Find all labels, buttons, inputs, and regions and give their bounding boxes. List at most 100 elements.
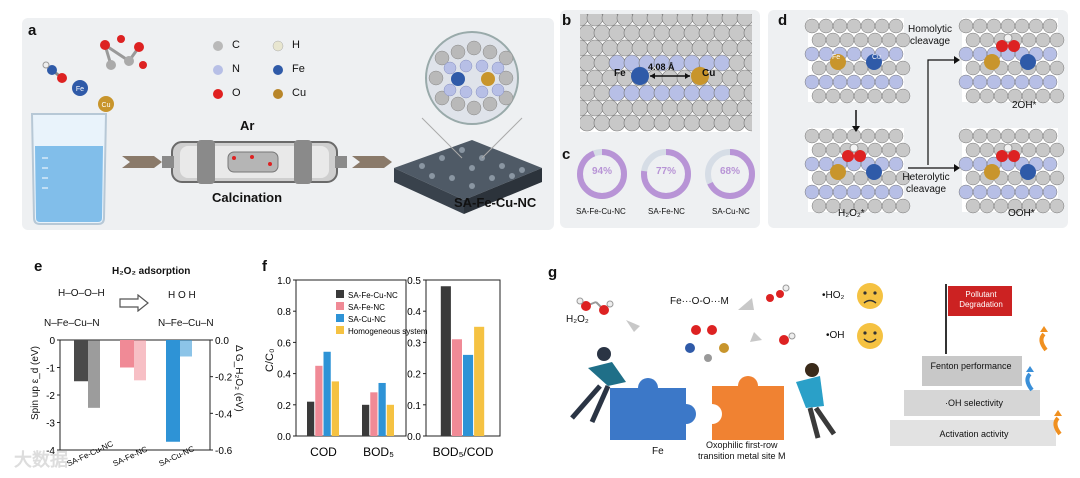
- d-tile-start: [805, 18, 910, 103]
- c-atom: [677, 40, 693, 56]
- c-atom: [692, 40, 708, 56]
- process-label: Calcination: [212, 190, 282, 205]
- e-bar-spin: [166, 340, 180, 442]
- c-atom: [722, 70, 738, 86]
- c-atom: [624, 25, 640, 41]
- f-legend-swatch: [336, 290, 344, 298]
- c-atom: [722, 100, 738, 116]
- b-cu-label: Cu: [702, 68, 715, 79]
- d-tile-heterolytic: [959, 128, 1064, 213]
- person-right-icon: [796, 363, 834, 438]
- c-atom: [587, 100, 603, 116]
- n-atom: [684, 85, 700, 101]
- f-tick-label: 0.2: [407, 370, 421, 381]
- ring-label-3: SA-Cu-NC: [712, 207, 750, 216]
- 2oh-star-label: 2OH*: [1012, 100, 1036, 111]
- f-tick-label: 0.2: [277, 401, 291, 412]
- c-atom: [617, 40, 633, 56]
- e-bar-spin: [120, 340, 134, 368]
- f-bar: [463, 355, 473, 436]
- c-atom: [602, 100, 618, 116]
- tube-furnace-icon: [162, 140, 347, 184]
- e-transform-arrow-icon: [118, 294, 150, 312]
- e-bar-deltag: [180, 340, 192, 357]
- sad-face-icon: [857, 283, 883, 309]
- f-legend-swatch: [336, 326, 344, 334]
- f-tick-label: 0.4: [407, 307, 421, 318]
- c-atom: [737, 40, 752, 56]
- happy-face-icon: [857, 323, 883, 349]
- f-legend-label: SA-Fe-Cu-NC: [348, 291, 398, 300]
- f-tick-label: 0.6: [277, 338, 291, 349]
- f-tick-label: 0.1: [407, 401, 421, 412]
- c-atom: [609, 115, 625, 131]
- c-atom: [594, 25, 610, 41]
- c-atom: [669, 25, 685, 41]
- f-y-axis-label: C/C₀: [264, 348, 276, 372]
- g-pyramid-mid: ·OH selectivity: [914, 398, 1034, 408]
- c-atom: [647, 40, 663, 56]
- homolytic-label: Homolytic cleavage: [900, 24, 960, 48]
- svg-text:Fe: Fe: [76, 86, 84, 93]
- panel-f-label: f: [262, 258, 267, 275]
- c-atom: [617, 100, 633, 116]
- f-bar: [332, 381, 339, 436]
- n-atom: [639, 85, 655, 101]
- ring-value-3: 68%: [720, 166, 740, 177]
- glucose-molecule: [100, 35, 147, 70]
- e-left-tick-label: -3: [46, 419, 55, 430]
- e-bar-deltag: [88, 340, 100, 408]
- g-h2o2-label: H₂O₂: [566, 314, 589, 325]
- f-bar: [362, 405, 369, 436]
- ring-label-1: SA-Fe-Cu-NC: [576, 207, 626, 216]
- c-atom: [684, 115, 700, 131]
- beaker-icon: [32, 114, 106, 224]
- c-atom: [654, 25, 670, 41]
- g-flag-label: Pollutant Degradation: [950, 290, 1012, 310]
- e-right-tick-label: -0.4: [215, 409, 233, 420]
- panel-e-label: e: [34, 258, 42, 275]
- ring-value-1: 94%: [592, 166, 612, 177]
- f-bar: [324, 352, 331, 436]
- n-atom: [654, 85, 670, 101]
- c-atom: [707, 100, 723, 116]
- c-atom: [737, 70, 752, 86]
- g-metal-label-2: transition metal site M: [698, 451, 786, 461]
- g-metal-label-1: Oxophilic first-row: [706, 440, 778, 450]
- c-atom: [722, 40, 738, 56]
- e-formula-top-left: H–O–O–H: [58, 288, 105, 299]
- e-formula-right: N–Fe–Cu–N: [158, 318, 214, 329]
- f-bar: [474, 327, 484, 436]
- c-atom: [729, 85, 745, 101]
- c-atom: [632, 40, 648, 56]
- f-bar: [452, 339, 462, 436]
- e-left-axis-label: Spin up ε_d (eV): [30, 346, 41, 420]
- e-right-tick-label: -0.6: [215, 446, 233, 457]
- f-tick-label: 0.3: [407, 338, 421, 349]
- c-atom: [729, 55, 745, 71]
- panel-c-rings: [570, 144, 758, 210]
- f-bar: [441, 286, 451, 436]
- e-arrow-icon: [30, 282, 60, 306]
- c-atom: [580, 55, 595, 71]
- e-bar-deltag: [134, 340, 146, 380]
- g-pyramid-bottom: Activation activity: [904, 429, 1044, 439]
- c-atom: [692, 100, 708, 116]
- panel-b-label: b: [562, 12, 571, 29]
- watermark: 大数据: [14, 446, 68, 472]
- c-atom: [714, 115, 730, 131]
- heterolytic-label: Heterolytic cleavage: [896, 172, 956, 196]
- d-cu-label: Cu: [872, 54, 881, 61]
- f-bar: [379, 383, 386, 436]
- f-tick-label: 1.0: [277, 276, 291, 287]
- c-atom: [639, 25, 655, 41]
- c-atom: [707, 40, 723, 56]
- e-right-axis-label: Δ G_H₂O₂ (eV): [233, 345, 244, 412]
- n-atom: [609, 85, 625, 101]
- c-atom: [684, 25, 700, 41]
- process-arrow-2: [352, 156, 392, 168]
- ring-value-2: 77%: [656, 166, 676, 177]
- e-formula-top-right: H O H: [168, 290, 196, 301]
- magnified-structure: [422, 32, 522, 158]
- g-center-label: Fe···O-O···M: [670, 296, 729, 307]
